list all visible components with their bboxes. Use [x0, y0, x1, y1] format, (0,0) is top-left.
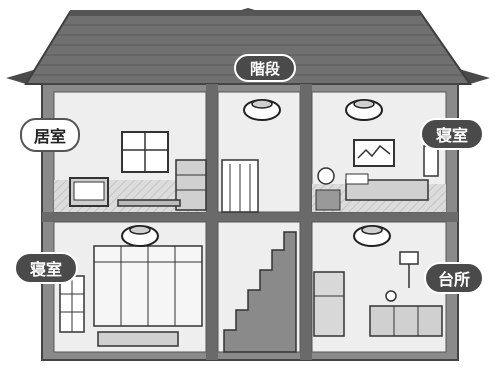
lamp-icon: [318, 168, 334, 184]
fridge-icon: [314, 272, 344, 336]
table-icon: [118, 200, 180, 206]
futon-icon: [98, 332, 178, 346]
range-hood-icon: [400, 252, 418, 264]
smoke-detector-icon: [354, 226, 390, 246]
kitchen-counter-icon: [370, 306, 442, 336]
smoke-detector-icon: [244, 100, 280, 120]
label-bedroom-upper: 寝室: [420, 118, 484, 150]
smoke-detector-icon: [346, 100, 382, 120]
label-kitchen: 台所: [424, 262, 484, 294]
label-living-room: 居室: [20, 118, 80, 152]
smoke-detector-icon: [122, 226, 158, 246]
room-living: [54, 92, 206, 212]
label-bedroom-lower: 寝室: [14, 252, 78, 284]
room-stairs-lower: [218, 222, 300, 352]
label-stairs: 階段: [234, 54, 296, 82]
